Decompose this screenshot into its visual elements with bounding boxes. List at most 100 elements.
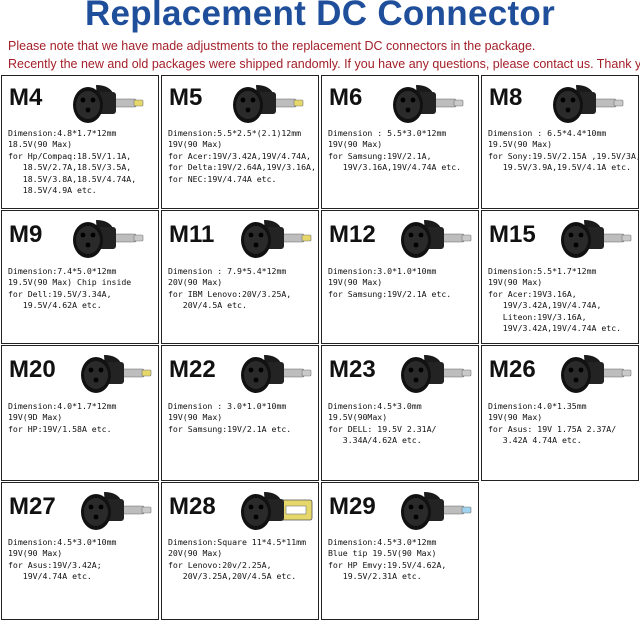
dc-plug-silver-tip-icon bbox=[401, 355, 472, 393]
spec-line: 19V(90 Max) bbox=[488, 412, 543, 423]
connector-image bbox=[396, 214, 476, 268]
connector-image bbox=[236, 214, 316, 268]
spec-line: 19.5V/3.9A,19.5V/4.1A etc. bbox=[488, 162, 631, 173]
dc-plug-silver-tip-icon bbox=[401, 220, 472, 258]
spec-line: for NEC:19V/4.74A etc. bbox=[168, 173, 277, 184]
spec-line: 19V(90 Max) bbox=[488, 277, 543, 288]
connector-image bbox=[396, 486, 476, 540]
spec-line: 19V/3.42A,19V/4.74A etc. bbox=[488, 323, 622, 334]
spec-line: 19V(90 Max) bbox=[328, 277, 383, 288]
model-code: M23 bbox=[329, 356, 376, 383]
spec-line: for Samsung:19V/2.1A etc. bbox=[328, 288, 452, 299]
connector-image bbox=[236, 486, 316, 540]
spec-line: for Acer:19V/3.42A,19V/4.74A, bbox=[168, 150, 311, 161]
spec-line: for Samsung:19V/2.1A, bbox=[328, 150, 432, 161]
spec-line: 20V(90 Max) bbox=[168, 548, 223, 559]
spec-line: 19V/3.16A,19V/4.74A etc. bbox=[328, 162, 462, 173]
spec-line: 20V/3.25A,20V/4.5A etc. bbox=[168, 571, 297, 582]
model-code: M12 bbox=[329, 221, 376, 248]
connector-image bbox=[68, 214, 148, 268]
spec-line: 20V(90 Max) bbox=[168, 277, 223, 288]
dc-plug-blue-tip-icon bbox=[401, 492, 472, 530]
spec-line: for Lenovo:20v/2.25A, bbox=[168, 559, 272, 570]
connector-image bbox=[388, 79, 468, 133]
model-code: M11 bbox=[169, 221, 215, 248]
spec-line: 19V(90 Max) bbox=[8, 548, 63, 559]
dc-plug-yellow-tip-icon bbox=[241, 220, 312, 258]
spec-line: Dimension:4.0*1.7*12mm bbox=[8, 401, 117, 411]
spec-line: Dimension : 5.5*3.0*12mm bbox=[328, 128, 447, 138]
model-code: M28 bbox=[169, 493, 216, 520]
spec-line: 19V(90 Max) bbox=[168, 139, 223, 150]
spec-line: 19V(9D Max) bbox=[8, 412, 63, 423]
spec-line: 19.5V(90 Max) bbox=[488, 139, 553, 150]
dc-plug-yellow-tip-icon bbox=[233, 85, 304, 123]
dc-plug-silver-tip-icon bbox=[561, 220, 632, 258]
spec-line: 19.5V/2.31A etc. bbox=[328, 571, 422, 582]
spec-line: 18.5V/2.7A,18.5V/3.5A, bbox=[8, 162, 132, 173]
model-code: M27 bbox=[9, 493, 56, 520]
dc-plug-silver-tip-icon bbox=[393, 85, 464, 123]
spec-line: 18.5V/4.9A etc. bbox=[8, 185, 97, 196]
spec-line: Dimension : 3.0*1.0*10mm bbox=[168, 401, 287, 411]
spec-line: Blue tip 19.5V(90 Max) bbox=[328, 548, 437, 559]
connector-image bbox=[236, 349, 316, 403]
spec-line: 19V/3.42A,19V/4.74A, bbox=[488, 300, 602, 311]
dc-plug-silver-tip-icon bbox=[561, 355, 632, 393]
model-code: M8 bbox=[489, 84, 523, 111]
shipping-notice: Recently the new and old packages were s… bbox=[8, 57, 640, 71]
spec-line: for Samsung:19V/2.1A etc. bbox=[168, 423, 292, 434]
spec-line: for HP:19V/1.58A etc. bbox=[8, 423, 112, 434]
spec-line: 20V/4.5A etc. bbox=[168, 300, 247, 311]
connector-image bbox=[548, 79, 628, 133]
model-code: M9 bbox=[9, 221, 43, 248]
model-code: M5 bbox=[169, 84, 203, 111]
spec-line: for Asus:19V/3.42A; bbox=[8, 559, 102, 570]
spec-line: Dimension : 6.5*4.4*10mm bbox=[488, 128, 607, 138]
connector-image bbox=[76, 486, 156, 540]
page-title: Replacement DC Connector bbox=[84, 0, 556, 33]
spec-line: Dimension:4.5*3.0*10mm bbox=[8, 537, 117, 547]
connector-image bbox=[396, 349, 476, 403]
spec-line: Dimension:5.5*2.5*(2.1)12mm bbox=[168, 128, 302, 138]
dc-plug-silver-tip-icon bbox=[81, 492, 152, 530]
spec-line: Dimension:7.4*5.0*12mm bbox=[8, 266, 117, 276]
spec-line: Dimension:Square 11*4.5*11mm bbox=[168, 537, 307, 547]
connector-image bbox=[556, 349, 636, 403]
spec-line: Dimension : 7.9*5.4*12mm bbox=[168, 266, 287, 276]
package-notice: Please note that we have made adjustment… bbox=[8, 39, 536, 53]
dc-plug-silver-tip-icon bbox=[241, 355, 312, 393]
connector-image bbox=[556, 214, 636, 268]
spec-line: Dimension:4.5*3.0*12mm bbox=[328, 537, 437, 547]
spec-line: for Dell:19.5V/3.34A, bbox=[8, 288, 112, 299]
spec-line: for HP Emvy:19.5V/4.62A, bbox=[328, 559, 447, 570]
spec-line: 18.5V/3.8A,18.5V/4.74A, bbox=[8, 173, 137, 184]
